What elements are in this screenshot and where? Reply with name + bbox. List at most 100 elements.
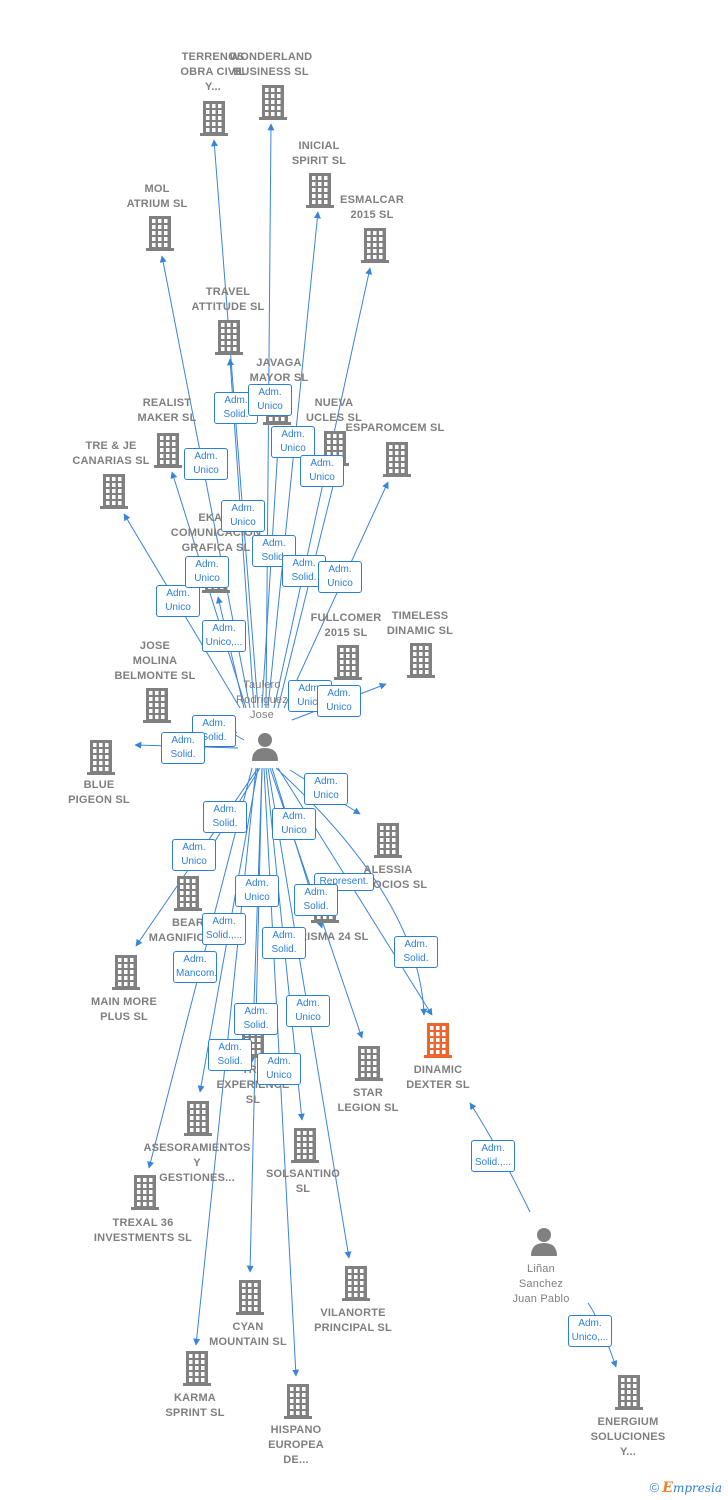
relation-label[interactable]: Adm. Solid. (234, 1003, 278, 1035)
building-icon (174, 876, 202, 911)
building-icon (291, 1128, 319, 1163)
relation-label[interactable]: Adm. Unico (318, 561, 362, 593)
node-label-esmalcar[interactable]: ESMALCAR 2015 SL (340, 194, 404, 221)
node-label-timeless[interactable]: TIMELESS DINAMIC SL (386, 610, 454, 637)
node-jose[interactable] (141, 687, 173, 723)
node-label-star[interactable]: STAR LEGION SL (337, 1087, 399, 1114)
building-icon (334, 645, 362, 680)
relation-label[interactable]: Adm. Solid. (203, 801, 247, 833)
relation-label[interactable]: Adm. Unico (185, 556, 229, 588)
node-treje[interactable] (98, 473, 130, 509)
node-label-vilanorte[interactable]: VILANORTE PRINCIPAL SL (314, 1307, 392, 1334)
node-hispano[interactable] (282, 1383, 314, 1419)
building-icon (361, 228, 389, 263)
relation-label[interactable]: Adm. Unico (221, 500, 265, 532)
node-energium[interactable] (613, 1374, 645, 1410)
relation-label[interactable]: Adm. Unico (317, 685, 361, 717)
node-label-solsantino[interactable]: SOLSANTINO SL (265, 1168, 341, 1195)
relation-label[interactable]: Adm. Solid. (394, 936, 438, 968)
building-icon (200, 101, 228, 136)
node-label-energium[interactable]: ENERGIUM SOLUCIONES Y... (590, 1416, 666, 1458)
node-karma[interactable] (181, 1350, 213, 1386)
node-mainmore[interactable] (110, 954, 142, 990)
node-linan[interactable] (529, 1226, 559, 1256)
node-esparomcem[interactable] (381, 441, 413, 477)
relation-label[interactable]: Adm. Unico (257, 1053, 301, 1085)
relation-label[interactable]: Adm. Unico (272, 808, 316, 840)
edge-taulero-inicial (267, 211, 321, 709)
node-label-dinamic[interactable]: DINAMIC DEXTER SL (406, 1064, 470, 1091)
node-label-linan[interactable]: Liñan Sanchez Juan Pablo (512, 1263, 570, 1305)
relation-label[interactable]: Adm. Solid.,... (202, 913, 246, 945)
node-label-terrenos[interactable]: TERRENOS OBRA CIVIL Y... (180, 51, 246, 93)
node-terrenos[interactable] (198, 100, 230, 136)
node-vilanorte[interactable] (340, 1265, 372, 1301)
node-label-javaga[interactable]: JAVAGA MAYOR SL (249, 357, 309, 384)
node-label-realist[interactable]: REALIST MAKER SL (137, 397, 197, 424)
node-label-taulero[interactable]: Taulero Rodriguez Jose (236, 679, 288, 721)
building-icon (306, 173, 334, 208)
node-fullcomer[interactable] (332, 644, 364, 680)
node-label-mol[interactable]: MOL ATRIUM SL (126, 183, 188, 210)
node-timeless[interactable] (405, 642, 437, 678)
relation-label[interactable]: Adm. Unico (304, 773, 348, 805)
node-label-wonderland[interactable]: WONDERLAND BUSINESS SL (229, 51, 313, 78)
node-star[interactable] (353, 1045, 385, 1081)
relation-label[interactable]: Adm. Unico (248, 384, 292, 416)
node-realist[interactable] (152, 432, 184, 468)
node-solsantino[interactable] (289, 1127, 321, 1163)
relation-label[interactable]: Adm. Solid. (294, 884, 338, 916)
node-esmalcar[interactable] (359, 227, 391, 263)
node-inicial[interactable] (304, 172, 336, 208)
node-label-inicial[interactable]: INICIAL SPIRIT SL (291, 140, 347, 167)
relation-label[interactable]: Adm. Unico,... (202, 620, 246, 652)
node-asesoramientos[interactable] (182, 1100, 214, 1136)
relation-label[interactable]: Adm. Unico (271, 426, 315, 458)
relation-label[interactable]: Adm. Unico (235, 875, 279, 907)
node-label-jose[interactable]: JOSE MOLINA BELMONTE SL (114, 640, 196, 682)
edge-taulero-nueva (277, 469, 339, 709)
node-label-blue[interactable]: BLUE PIGEON SL (68, 779, 130, 806)
node-alessia[interactable] (372, 822, 404, 858)
footer-brand[interactable]: ©Empresia (650, 1480, 722, 1496)
building-icon (236, 1280, 264, 1315)
node-travel[interactable] (213, 319, 245, 355)
node-mol[interactable] (144, 215, 176, 251)
relation-label[interactable]: Adm. Solid. (208, 1039, 252, 1071)
node-label-mainmore[interactable]: MAIN MORE PLUS SL (91, 996, 157, 1023)
node-label-fullcomer[interactable]: FULLCOMER 2015 SL (310, 612, 382, 639)
relation-label[interactable]: Adm. Mancom. (173, 951, 217, 983)
relation-label[interactable]: Adm. Solid.,... (471, 1140, 515, 1172)
node-label-karma[interactable]: KARMA SPRINT SL (165, 1392, 225, 1419)
relation-label[interactable]: Adm. Solid. (192, 715, 236, 747)
building-icon (374, 823, 402, 858)
node-label-esparomcem[interactable]: ESPAROMCEM SL (345, 422, 445, 434)
building-icon (424, 1023, 452, 1058)
building-icon (215, 320, 243, 355)
node-label-asesoramientos[interactable]: ASESORAMIENTOS Y GESTIONES... (143, 1142, 251, 1184)
node-label-cyan[interactable]: CYAN MOUNTAIN SL (209, 1321, 287, 1348)
node-label-trexal[interactable]: TREXAL 36 INVESTMENTS SL (93, 1217, 193, 1244)
relation-label[interactable]: Adm. Unico (184, 448, 228, 480)
node-wonderland[interactable] (257, 84, 289, 120)
edge-taulero-esmalcar (273, 267, 373, 709)
node-dinamic[interactable] (422, 1022, 454, 1058)
relation-label[interactable]: Adm. Unico (172, 839, 216, 871)
relation-label[interactable]: Adm. Unico,... (568, 1315, 612, 1347)
relation-label[interactable]: Adm. Solid. (262, 927, 306, 959)
node-bear[interactable] (172, 875, 204, 911)
node-cyan[interactable] (234, 1279, 266, 1315)
node-taulero[interactable] (250, 731, 280, 761)
relation-label[interactable]: Adm. Unico (286, 995, 330, 1027)
edge-taulero-terrenos (210, 139, 259, 709)
relation-label[interactable]: Adm. Unico (156, 585, 200, 617)
node-label-nueva[interactable]: NUEVA UCLES SL (306, 397, 362, 424)
node-label-travel[interactable]: TRAVEL ATTITUDE SL (191, 286, 265, 313)
relation-label[interactable]: Adm. Solid. (161, 732, 205, 764)
copyright-symbol: © (649, 1480, 660, 1495)
relation-label[interactable]: Adm. Unico (300, 455, 344, 487)
node-trexal[interactable] (129, 1174, 161, 1210)
node-label-treje[interactable]: TRE & JE CANARIAS SL (72, 440, 150, 467)
node-blue[interactable] (85, 739, 117, 775)
node-label-hispano[interactable]: HISPANO EUROPEA DE... (268, 1424, 324, 1466)
